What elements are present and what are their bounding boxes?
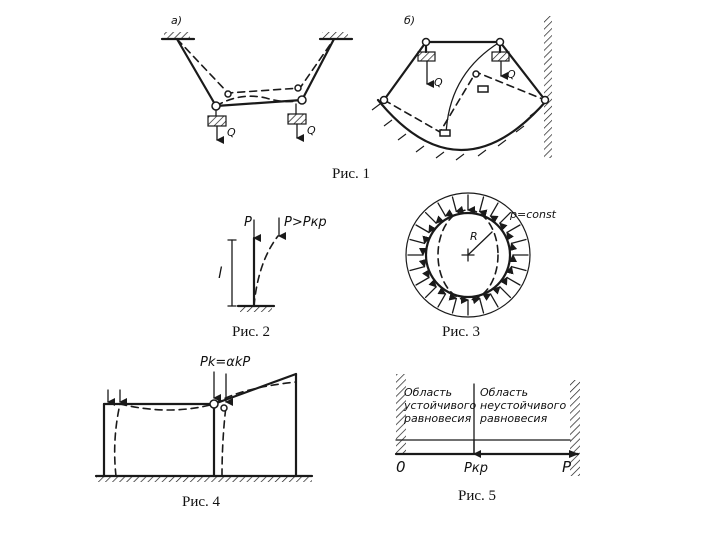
ground-base [96, 476, 312, 482]
pressure-arrow [424, 279, 437, 299]
radius-label: R [470, 230, 478, 243]
figure-3: R p=const Рис. 3 [405, 192, 557, 340]
pressure-arrow [448, 292, 458, 314]
column-base [240, 306, 272, 312]
figure-2-caption: Рис. 2 [232, 324, 270, 340]
hatched-right [570, 380, 580, 476]
pressure-arrow [505, 265, 527, 275]
load-box-b-left [417, 51, 436, 62]
cable-deformed [176, 38, 335, 94]
axis-label: P [562, 458, 572, 476]
pressure-label: p=const [509, 208, 557, 221]
cable-solid [175, 37, 336, 108]
buckled-shape [253, 235, 279, 307]
load-box-right [287, 113, 307, 125]
load-label-b-left: Q [434, 76, 443, 89]
load-label-left: Q [227, 126, 236, 139]
pressure-arrow [451, 196, 465, 214]
figure-4-caption: Рис. 4 [182, 494, 221, 510]
bowl-ground [376, 98, 549, 152]
pressure-arrow [509, 238, 527, 252]
pressure-arrow [482, 293, 499, 308]
length-label: l [218, 264, 223, 282]
pressure-arrow [424, 211, 444, 224]
pressure-arrows [407, 194, 529, 316]
figure-4: Pk=αkP Рис. 4 [94, 355, 314, 510]
support-right [322, 32, 348, 39]
force-label: P [244, 215, 252, 230]
hatched-border [396, 374, 406, 454]
pressure-arrow [437, 202, 454, 217]
pressure-arrow [506, 224, 521, 241]
figure-2: P P>Pкр l Рис. 2 [218, 215, 327, 340]
ground-bar [544, 16, 552, 158]
figure-5-caption: Рис. 5 [458, 488, 496, 504]
figure-1b-panel: Q Q б) [371, 14, 552, 161]
axis-origin: 0 [396, 458, 406, 476]
figure-1a-panel: Q Q а) [160, 14, 354, 144]
deformed-frame [113, 381, 297, 477]
pressure-arrow [500, 276, 521, 286]
force-critical-label: P>Pкр [284, 215, 327, 230]
pressure-arrow [478, 196, 488, 218]
support-left [164, 32, 190, 39]
pressure-arrow [415, 224, 436, 234]
pressure-arrow [409, 235, 431, 245]
load-label-right: Q [307, 124, 316, 137]
figure-1a-label: а) [171, 14, 182, 27]
pressure-arrow [489, 202, 499, 223]
load-box-left [207, 115, 227, 127]
figure-1: Q Q а) Q Q [160, 14, 552, 182]
pressure-arrow [492, 286, 512, 299]
figure-1-caption: Рис. 1 [332, 166, 370, 182]
figure-3-caption: Рис. 3 [442, 324, 480, 340]
ring-outer [405, 192, 531, 318]
pressure-arrow [437, 287, 447, 308]
figure-1b-label: б) [404, 14, 415, 27]
pressure-arrow [499, 211, 512, 231]
pressure-arrow [471, 296, 485, 314]
critical-load-label: Pкр [464, 461, 488, 476]
load-label-b-right: Q [507, 68, 516, 81]
load-box-b-right [491, 51, 510, 62]
force-k-label: Pk=αkP [200, 355, 250, 370]
pressure-arrow [415, 269, 430, 286]
pressure-arrow [409, 258, 427, 272]
